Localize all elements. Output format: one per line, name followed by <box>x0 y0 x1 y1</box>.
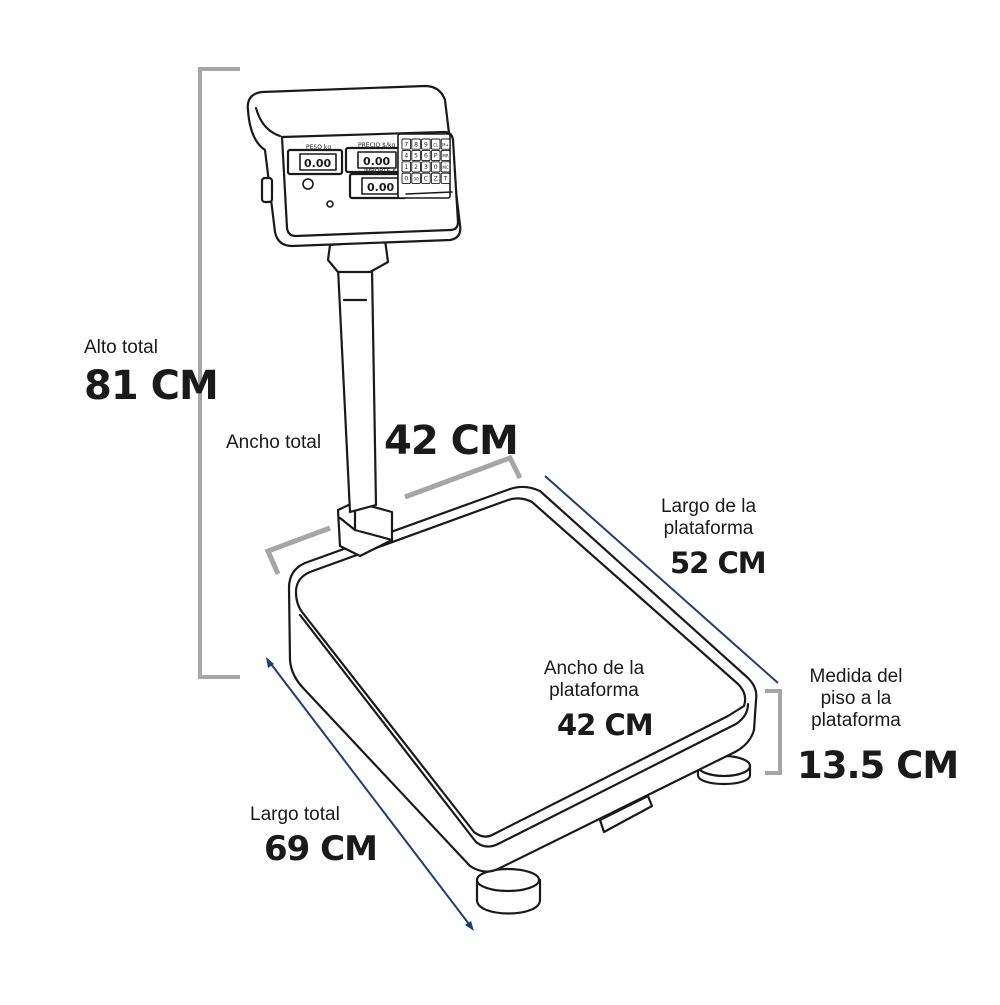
keypad-key-label: T <box>443 176 448 183</box>
keypad-key-label: CL <box>433 142 439 147</box>
keypad-key-label: 8 <box>414 141 418 148</box>
largo-plataforma-line2: plataforma <box>663 517 754 539</box>
scale-foot-front <box>475 867 542 915</box>
medida-piso-line3: plataforma <box>811 709 901 731</box>
keypad-key-label: MR <box>442 154 448 159</box>
keypad-key-label: P <box>434 153 438 160</box>
keypad-key[interactable] <box>421 172 431 184</box>
keypad-key-label: 7 <box>404 141 408 148</box>
keypad-key[interactable] <box>440 172 451 184</box>
height-bracket <box>198 67 240 679</box>
keypad-key-label: 0 <box>404 176 408 183</box>
ancho-plataforma-label: Ancho de la plataforma <box>533 658 655 702</box>
keypad-key[interactable] <box>430 149 441 162</box>
medida-piso-value: 13.5 CM <box>797 744 959 787</box>
width-bracket-left <box>264 525 331 575</box>
largo-plataforma-line1: Largo de la <box>660 496 757 517</box>
platform-length-line <box>544 475 779 684</box>
alto-total-label: Alto total <box>84 337 158 358</box>
keypad-key-label: 6 <box>424 153 428 160</box>
keypad-key-label: 5 <box>414 153 418 160</box>
largo-total-label: Largo total <box>250 804 340 825</box>
ancho-plataforma-value: 42 CM <box>557 708 654 742</box>
keypad-key-label: 2 <box>414 164 418 171</box>
ancho-total-label: Ancho total <box>226 432 322 453</box>
keypad-key[interactable] <box>411 138 421 150</box>
ancho-plataforma-line2: plataforma <box>549 679 639 701</box>
keypad-key[interactable] <box>430 172 441 184</box>
platform-top <box>294 497 747 838</box>
precio-label: PRECIO $/kg <box>358 142 395 149</box>
largo-total-value: 69 CM <box>264 829 378 869</box>
ancho-plataforma-line1: Ancho de la <box>543 658 645 679</box>
importe-label: IMPORTE $ <box>364 168 396 175</box>
keypad-key-label: 3 <box>424 164 428 171</box>
keypad-key[interactable] <box>401 172 412 184</box>
largo-plataforma-value: 52 CM <box>670 546 767 580</box>
keypad-key-label: 9 <box>424 141 428 148</box>
precio-value: 0.00 <box>363 155 390 168</box>
keypad-key[interactable] <box>440 138 451 150</box>
alto-total-value: 81 CM <box>84 363 219 409</box>
keypad-key-label: 0 <box>434 164 438 171</box>
keypad-key[interactable] <box>411 149 421 162</box>
total-length-line <box>267 659 473 929</box>
peso-value: 0.00 <box>304 157 331 170</box>
keypad-key-label: 00 <box>414 177 420 182</box>
peso-label: PESO kg <box>306 144 331 151</box>
floor-height-bracket <box>765 689 782 775</box>
keypad-key[interactable] <box>401 149 412 162</box>
keypad-key[interactable] <box>421 149 431 162</box>
side-knob <box>260 176 274 204</box>
medida-piso-line2: piso a la <box>820 687 892 709</box>
largo-plataforma-label: Largo de la plataforma <box>651 496 766 540</box>
keypad-key[interactable] <box>411 161 421 173</box>
keypad-key[interactable] <box>411 172 421 184</box>
arrow-head-top <box>266 657 274 668</box>
platform-top-edge <box>298 613 750 848</box>
keypad-key-label: MC <box>442 165 448 170</box>
column-pole <box>336 266 378 514</box>
keypad-key-label: 1 <box>404 164 408 171</box>
keypad-key[interactable] <box>430 161 441 173</box>
keypad-key[interactable] <box>401 161 412 173</box>
keypad-key-label: C <box>424 176 428 183</box>
keypad-key[interactable] <box>421 161 431 173</box>
arrow-head-bottom <box>465 921 474 931</box>
width-bracket-right <box>404 454 523 500</box>
keypad-key-label: M+ <box>442 142 449 147</box>
importe-value: 0.00 <box>367 181 394 194</box>
keypad-key[interactable] <box>440 149 451 162</box>
keypad-key-label: 4 <box>404 153 408 160</box>
ancho-total-value: 42 CM <box>384 418 519 464</box>
power-button[interactable] <box>326 200 334 208</box>
keypad-key[interactable] <box>430 138 441 150</box>
medida-piso-line1: Medida del <box>809 666 903 687</box>
medida-piso-label: Medida del piso a la plataforma <box>796 666 916 732</box>
keypad-key-label: Z <box>434 176 438 183</box>
logo-mark <box>302 178 314 190</box>
keypad-key[interactable] <box>440 161 451 173</box>
keypad-key[interactable] <box>401 138 412 150</box>
keypad-key[interactable] <box>421 138 431 150</box>
